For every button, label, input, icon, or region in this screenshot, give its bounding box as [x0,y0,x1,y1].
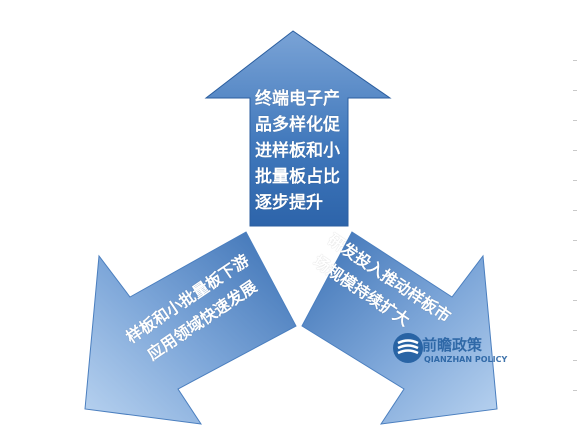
right-arrow [301,231,498,425]
up-arrow-line: 品多样化促 [255,115,340,135]
up-arrow-line: 进样板和小 [255,141,340,161]
up-arrow-line: 批量板占比 [255,167,340,187]
up-arrow-line: 终端电子产 [255,89,340,109]
up-arrow [204,30,392,227]
left-arrow [84,231,297,425]
watermark-emblem-icon [393,333,423,363]
watermark-logo: 前瞻政策 QIANZHAN POLICY [392,328,512,372]
watermark-en: QIANZHAN POLICY [424,355,508,364]
up-arrow-line: 逐步提升 [255,193,323,213]
up-arrow-text: 终端电子产 品多样化促 进样板和小 批量板占比 逐步提升 [255,86,347,216]
watermark-cn: 前瞻政策 [422,336,483,354]
